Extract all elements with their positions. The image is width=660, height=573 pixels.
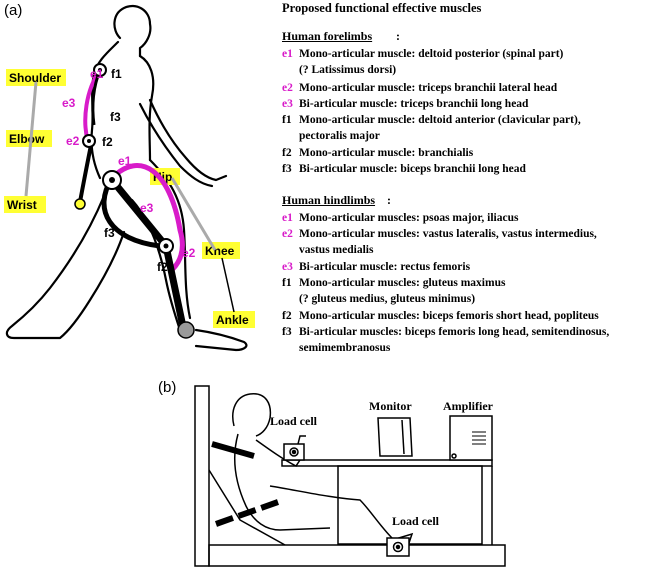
leg-box [337, 465, 483, 545]
monitor-icon [377, 417, 413, 457]
wrist-joint-icon [74, 198, 86, 210]
seat-belt-lower [214, 499, 280, 527]
leg-e1-label: e1 [118, 154, 132, 168]
amplifier-icon [449, 415, 493, 461]
table-top [281, 459, 493, 467]
arm-e1-label: e1 [90, 67, 104, 81]
base-frame [208, 544, 506, 567]
elbow-highlight [6, 130, 52, 147]
wrist-label: Wrist [7, 198, 37, 212]
forelimbs-heading: Human forelimbs [282, 29, 373, 43]
leg-e2-label: e2 [182, 246, 196, 260]
arm-schematic-link [24, 81, 38, 197]
amplifier-label: Amplifier [443, 399, 494, 413]
legend-title: Proposed functional effective muscles [282, 1, 482, 15]
seat-belt-upper [211, 441, 255, 459]
leg-e3-muscle [110, 163, 185, 272]
seated-person-torso [233, 433, 331, 531]
leg-f3-label: f3 [104, 226, 115, 240]
leg-schematic-link-upper [170, 177, 217, 251]
seated-person-arm [255, 439, 301, 467]
leg-schematic-link-lower [221, 257, 235, 313]
seated-person-leg [269, 485, 393, 539]
monitor-label: Monitor [369, 399, 412, 413]
knee-label: Knee [205, 244, 235, 258]
experimental-apparatus [194, 385, 506, 567]
load-cell-bottom-label: Load cell [392, 514, 440, 528]
arm-e3-label: e3 [62, 96, 76, 110]
leg-f2-label: f2 [157, 260, 168, 274]
arm-e2-label: e2 [66, 134, 80, 148]
seat-slope [208, 469, 286, 546]
schematic-links [24, 81, 235, 313]
chair-back-frame [194, 385, 210, 567]
ankle-highlight [213, 311, 255, 328]
arm-f3-label: f3 [110, 110, 121, 124]
ankle-label: Ankle [216, 313, 249, 327]
leg-e3-label: e3 [140, 201, 154, 215]
walking-human-silhouette [5, 4, 248, 352]
arm-muscle-model [74, 63, 107, 210]
leg-muscle-model [101, 163, 195, 339]
arm-f1-label: f1 [111, 67, 122, 81]
load-cell-top-label: Load cell [270, 414, 318, 428]
shoulder-highlight [6, 69, 66, 86]
panel-b-label: (b) [158, 379, 176, 396]
apparatus-labels: Load cell Monitor Amplifier Load cell [270, 399, 494, 528]
arm-f2-label: f2 [102, 135, 113, 149]
shoulder-label: Shoulder [9, 71, 61, 85]
wrist-highlight [4, 196, 46, 213]
panel-a-label: (a) [4, 2, 22, 19]
elbow-label: Elbow [9, 132, 45, 146]
hindlimbs-heading: Human hindlimbs [282, 193, 376, 207]
forearm-segment [78, 139, 94, 203]
ankle-joint-icon [177, 321, 195, 339]
seated-person-head [232, 393, 272, 437]
muscle-code-labels: e1 f1 e3 f3 e2 f2 e1 e3 f3 e2 f2 [62, 67, 196, 274]
